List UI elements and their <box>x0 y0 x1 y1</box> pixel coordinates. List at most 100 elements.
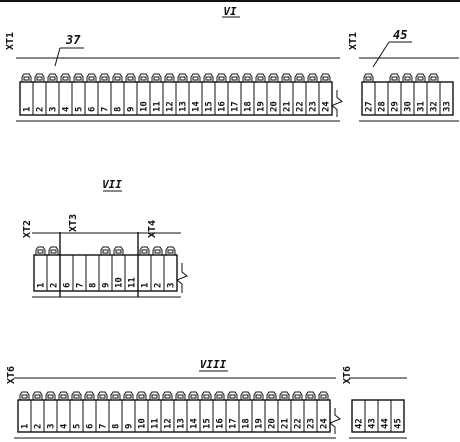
vi-left-clamp <box>190 73 201 82</box>
viii-left-clamp-screw <box>177 394 184 399</box>
viii-left-terminal-number: 10 <box>138 418 148 429</box>
vi-left-clamp-screw <box>231 76 238 81</box>
vii-terminal-number: 1 <box>37 283 47 288</box>
viii-left-clamp-screw <box>73 394 80 399</box>
vi-left-clamp <box>164 73 175 82</box>
viii-left-terminal-number: 7 <box>99 424 109 429</box>
vi-left-clamp <box>34 73 45 82</box>
viii-left-clamp-screw <box>190 394 197 399</box>
vi-left-terminal-number: 13 <box>179 101 189 112</box>
callout-45-leader <box>372 41 390 68</box>
vi-left-clamp-screw <box>192 76 199 81</box>
vii-clamp-screw <box>167 249 174 254</box>
section-vi-label: VI <box>223 5 237 18</box>
viii-left-clamp-screw <box>125 394 132 399</box>
vii-terminal-number: 2 <box>154 283 164 288</box>
viii-left-clamp <box>110 391 121 400</box>
viii-left-terminal-number: 17 <box>229 418 239 429</box>
viii-left-clamp <box>253 391 264 400</box>
viii-left-clamp-screw <box>86 394 93 399</box>
vi-left-clamp <box>268 73 279 82</box>
vi-left-terminal-number: 24 <box>322 101 332 112</box>
vi-left-clamp <box>125 73 136 82</box>
vi-left-clamp <box>294 73 305 82</box>
vi-left-clamp <box>229 73 240 82</box>
vi-left-clamp-screw <box>166 76 173 81</box>
vii-terminal-number: 10 <box>115 277 125 288</box>
block-xt6-label: XT6 <box>6 366 17 384</box>
viii-left-clamp-screw <box>99 394 106 399</box>
vii-break <box>176 263 188 293</box>
vi-left-clamp <box>151 73 162 82</box>
viii-left-terminal-number: 3 <box>47 424 57 429</box>
viii-left-clamp <box>240 391 251 400</box>
vi-left-clamp <box>73 73 84 82</box>
vi-left-terminal-number: 18 <box>244 101 254 112</box>
vi-left-terminal-number: 10 <box>140 101 150 112</box>
vi-left-clamp <box>255 73 266 82</box>
viii-left-terminal-number: 9 <box>125 424 135 429</box>
vi-right-terminal-number: 31 <box>417 101 427 112</box>
vi-left-terminal-number: 16 <box>218 101 228 112</box>
block-xt3-label: XT3 <box>68 214 79 232</box>
vii-clamp-screw <box>115 249 122 254</box>
viii-left-clamp <box>162 391 173 400</box>
block-xt1-label-right: XT1 <box>348 32 359 50</box>
viii-left-clamp-screw <box>216 394 223 399</box>
vi-right-terminal-number: 33 <box>443 101 453 112</box>
vi-right-clamp <box>389 73 400 82</box>
viii-right-terminal-number: 43 <box>368 418 378 429</box>
viii-left-terminal-number: 13 <box>177 418 187 429</box>
viii-left-clamp <box>149 391 160 400</box>
viii-left-clamp <box>266 391 277 400</box>
vi-left-clamp <box>216 73 227 82</box>
vi-left-clamp-screw <box>205 76 212 81</box>
viii-left-clamp <box>58 391 69 400</box>
viii-left-terminal-number: 5 <box>73 424 83 429</box>
vi-left-terminal-number: 19 <box>257 101 267 112</box>
viii-right-terminal-number: 42 <box>355 418 365 429</box>
vi-left-clamp-screw <box>322 76 329 81</box>
callout-37: 37 <box>65 33 81 47</box>
vi-left-clamp-screw <box>140 76 147 81</box>
callout-45: 45 <box>393 28 407 42</box>
viii-left-clamp <box>19 391 30 400</box>
vii-clamp-screw <box>154 249 161 254</box>
viii-left-clamp-screw <box>34 394 41 399</box>
vi-left-clamp-screw <box>23 76 30 81</box>
viii-left-clamp-screw <box>60 394 67 399</box>
viii-left-clamp <box>71 391 82 400</box>
vii-terminal-number: 3 <box>167 283 177 288</box>
vi-left-clamp-screw <box>179 76 186 81</box>
vi-left-terminal-number: 11 <box>153 101 163 112</box>
vii-clamp <box>48 246 59 255</box>
viii-left-clamp <box>97 391 108 400</box>
viii-left-terminal-number: 4 <box>60 423 70 429</box>
vii-clamp <box>113 246 124 255</box>
vi-right-clamp-screw <box>391 76 398 81</box>
viii-left-terminal-number: 16 <box>216 418 226 429</box>
vi-left-terminal-number: 21 <box>283 101 293 112</box>
vi-left-clamp <box>177 73 188 82</box>
vii-terminal-number: 2 <box>50 283 60 288</box>
vi-left-terminal-number: 17 <box>231 101 241 112</box>
viii-left-clamp-screw <box>203 394 210 399</box>
vi-left-clamp <box>112 73 123 82</box>
block-xt4-label: XT4 <box>147 220 158 238</box>
vi-left-terminal-number: 23 <box>309 101 319 112</box>
vii-clamp-screw <box>102 249 109 254</box>
vi-left-terminal-number: 5 <box>75 107 85 112</box>
vi-left-clamp <box>320 73 331 82</box>
vii-clamp <box>139 246 150 255</box>
vi-left-terminal-number: 1 <box>23 107 33 112</box>
vi-right-terminal-number: 32 <box>430 101 440 112</box>
vii-clamp <box>152 246 163 255</box>
viii-left-terminal-number: 20 <box>268 418 278 429</box>
block-xt6-label-right: XT6 <box>342 366 353 384</box>
vi-left-clamp-screw <box>153 76 160 81</box>
vi-left-clamp-screw <box>257 76 264 81</box>
